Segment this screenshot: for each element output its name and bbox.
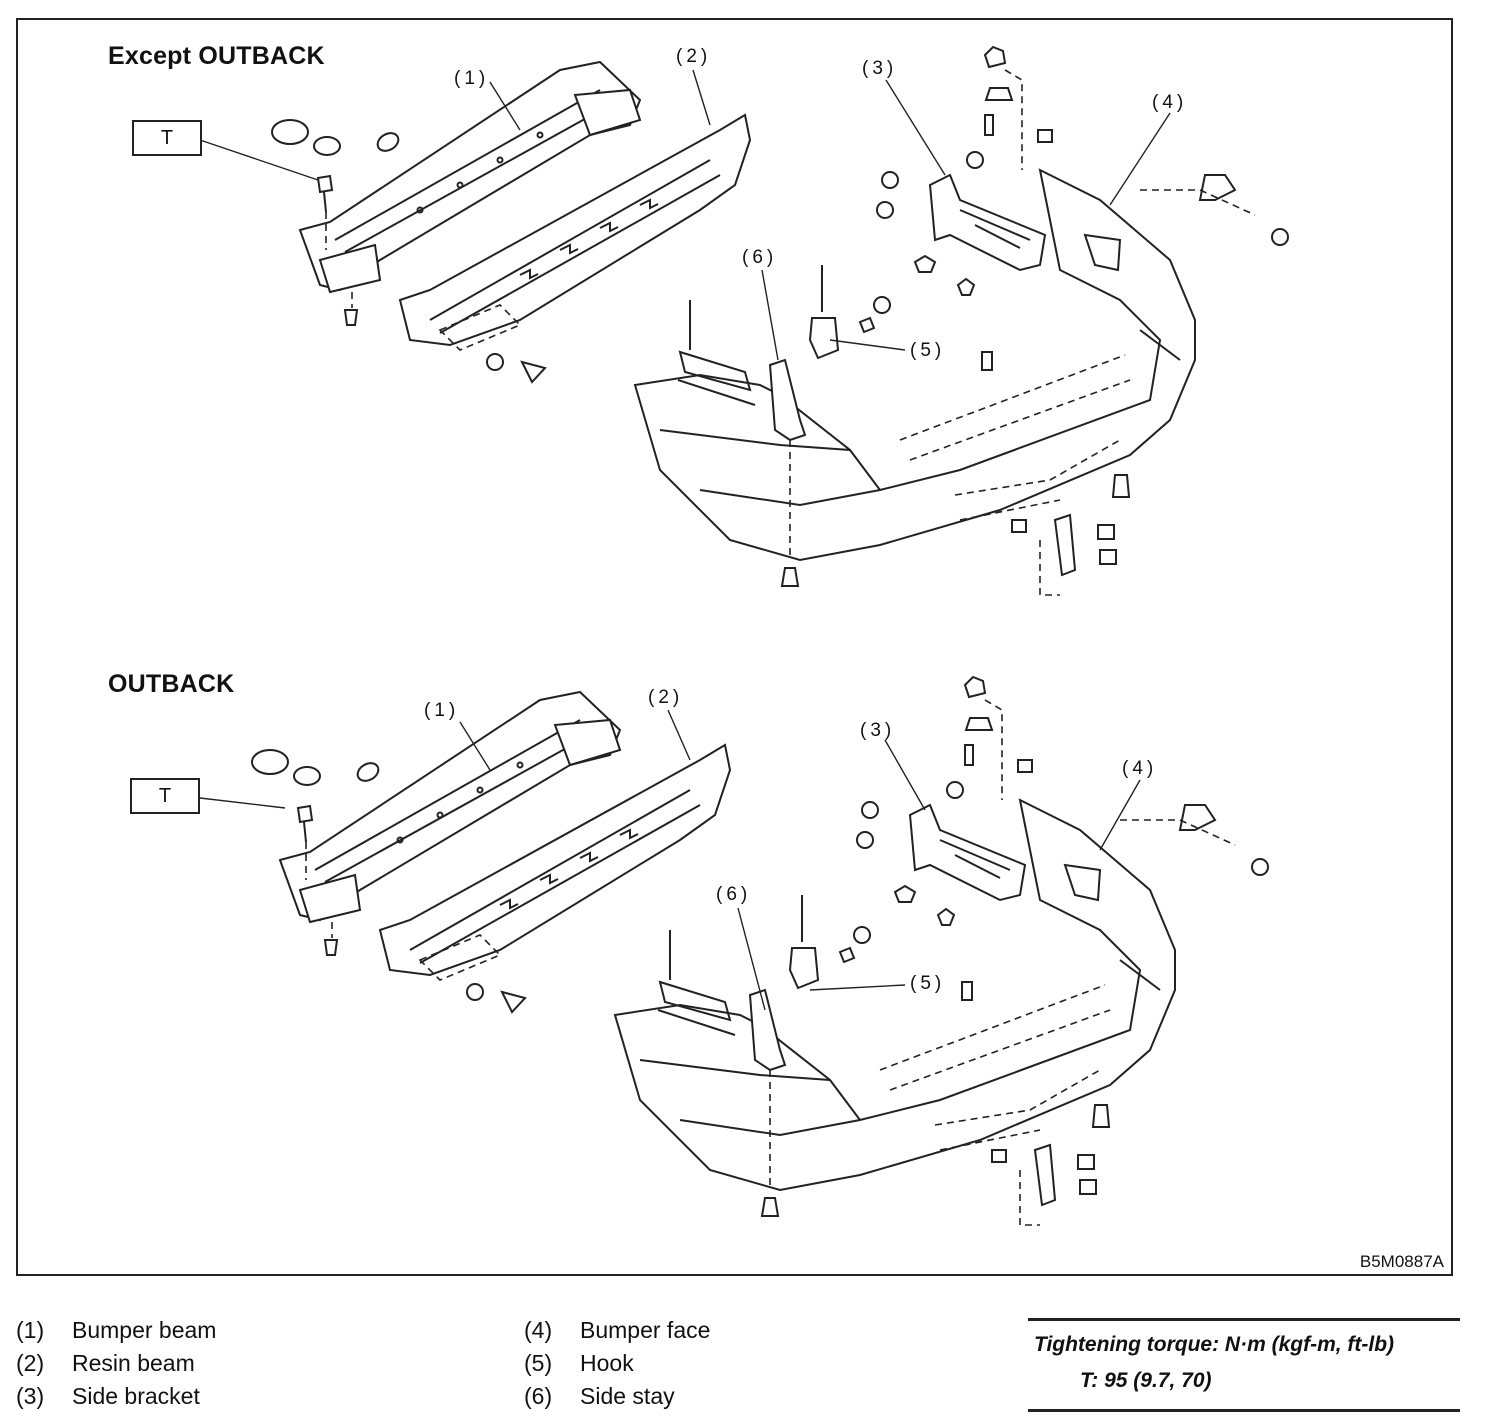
legend-item: (4) Bumper face — [524, 1314, 710, 1347]
callout-3: (3) — [860, 720, 896, 741]
legend-item: (5) Hook — [524, 1347, 710, 1380]
legend-number: (2) — [16, 1350, 45, 1376]
exploded-view-drawing — [199, 46, 1289, 1226]
callout-2: (2) — [648, 687, 684, 708]
legend-number: (3) — [16, 1383, 45, 1409]
legend-label: Bumper beam — [72, 1317, 217, 1343]
legend-number: (5) — [524, 1350, 553, 1376]
legend-item: (2) Resin beam — [16, 1347, 216, 1380]
callout-1: (1) — [454, 68, 490, 89]
legend-label: Resin beam — [72, 1350, 195, 1376]
legend-label: Hook — [580, 1350, 634, 1376]
torque-value: T: 95 (9.7, 70) — [1080, 1369, 1212, 1392]
torque-mark-box: T — [130, 778, 200, 814]
legend-number: (4) — [524, 1317, 553, 1343]
legend-number: (6) — [524, 1383, 553, 1409]
callout-6: (6) — [716, 884, 752, 905]
callout-5: (5) — [910, 340, 946, 361]
torque-mark-box: T — [132, 120, 202, 156]
torque-heading: Tightening torque: N·m (kgf-m, ft-lb) — [1034, 1333, 1395, 1356]
legend-item: (6) Side stay — [524, 1380, 710, 1413]
torque-spec-box: Tightening torque: N·m (kgf-m, ft-lb) T:… — [1028, 1318, 1460, 1412]
figure-code: B5M0887A — [1359, 1252, 1444, 1271]
callout-2: (2) — [676, 46, 712, 67]
legend-number: (1) — [16, 1317, 45, 1343]
callout-1: (1) — [424, 700, 460, 721]
legend-label: Side bracket — [72, 1383, 200, 1409]
diagram-frame — [16, 18, 1453, 1276]
callout-4: (4) — [1152, 92, 1188, 113]
callout-3: (3) — [862, 58, 898, 79]
section-title-except-outback: Except OUTBACK — [108, 42, 325, 70]
legend-column-right: (4) Bumper face (5) Hook (6) Side stay — [524, 1314, 710, 1413]
callout-5: (5) — [910, 973, 946, 994]
callout-6: (6) — [742, 247, 778, 268]
legend-item: (3) Side bracket — [16, 1380, 216, 1413]
legend-label: Bumper face — [580, 1317, 711, 1343]
legend-column-left: (1) Bumper beam (2) Resin beam (3) Side bra… — [16, 1314, 216, 1413]
section-title-outback: OUTBACK — [108, 670, 235, 698]
legend-label: Side stay — [580, 1383, 675, 1409]
legend-item: (1) Bumper beam — [16, 1314, 216, 1347]
callout-4: (4) — [1122, 758, 1158, 779]
